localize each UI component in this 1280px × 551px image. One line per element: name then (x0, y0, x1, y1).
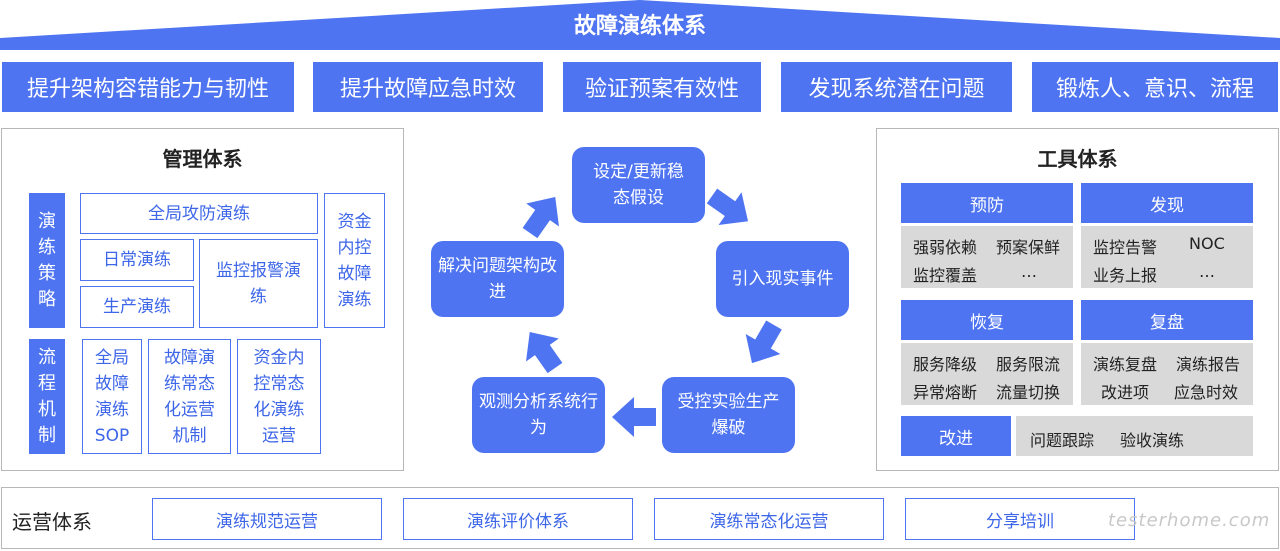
goal-resilience: 提升架构容错能力与韧性 (2, 62, 294, 112)
tool-discovery-header: 发现 (1081, 183, 1253, 223)
cycle-controlled-experiment: 受控实验生产爆破 (662, 377, 795, 453)
daily-drill: 日常演练 (80, 239, 194, 281)
drill-operation-mechanism: 故障演练常态化运营机制 (148, 339, 231, 454)
tool-review-body: 演练复盘 演练报告 改进项 应急时效 (1081, 343, 1253, 405)
arrow-events-to-experiment (734, 315, 792, 374)
tool-item: 流量切换 (996, 383, 1061, 402)
tool-item: 强弱依赖 (913, 238, 978, 257)
goal-find-issues: 发现系统潜在问题 (781, 62, 1012, 112)
cycle-introduce-events: 引入现实事件 (716, 241, 849, 317)
operations-label: 运营体系 (12, 510, 92, 534)
system-title: 故障演练体系 (573, 14, 706, 39)
fund-control-operation: 资金内控常态化演练运营 (237, 339, 321, 454)
process-label: 流程机制 (29, 339, 65, 454)
watermark: testerhome.com (1108, 510, 1271, 531)
arrow-observe-to-fix (513, 320, 572, 380)
tool-item: 演练报告 (1176, 355, 1241, 374)
tool-item: 问题跟踪 (1030, 431, 1095, 450)
arrow-hypothesis-to-events (700, 179, 760, 238)
tool-discovery-body: 监控告警 NOC 业务上报 … (1081, 226, 1253, 288)
tool-item: NOC (1189, 234, 1225, 253)
goal-train-people: 锻炼人、意识、流程 (1032, 62, 1278, 112)
fund-control-drill: 资金内控故障演练 (324, 193, 385, 328)
tool-item: 预案保鲜 (996, 238, 1061, 257)
tool-item: 异常熔断 (913, 383, 978, 402)
tool-item: 验收演练 (1120, 431, 1185, 450)
tool-item: 业务上报 (1093, 266, 1158, 285)
cycle-hypothesis: 设定/更新稳态假设 (572, 147, 705, 223)
tool-item: … (1021, 262, 1037, 281)
ops-standard: 演练规范运营 (152, 498, 382, 540)
cycle-observe: 观测分析系统行为 (472, 377, 605, 453)
tool-item: 应急时效 (1174, 383, 1239, 402)
tool-item: 服务限流 (996, 355, 1061, 374)
arrow-experiment-to-observe (612, 397, 656, 437)
goal-response-time: 提升故障应急时效 (313, 62, 543, 112)
ops-evaluation: 演练评价体系 (403, 498, 633, 540)
global-drill-sop: 全局故障演练SOP (82, 339, 142, 454)
tool-item: 监控覆盖 (913, 266, 978, 285)
tools-title: 工具体系 (1037, 147, 1118, 171)
tool-item: 演练复盘 (1093, 355, 1158, 374)
tool-item: 服务降级 (913, 355, 978, 374)
tool-review-header: 复盘 (1081, 300, 1253, 340)
management-title: 管理体系 (162, 147, 243, 171)
roof-banner (0, 0, 1280, 50)
tool-recovery-header: 恢复 (901, 300, 1073, 340)
tool-prevention-body: 强弱依赖 预案保鲜 监控覆盖 … (901, 226, 1073, 288)
strategy-label: 演练策略 (29, 193, 65, 328)
tool-item: 监控告警 (1093, 238, 1158, 257)
arrow-fix-to-hypothesis (513, 185, 572, 245)
tool-improve-body: 问题跟踪 验收演练 (1016, 416, 1253, 456)
goal-plan-validation: 验证预案有效性 (563, 62, 761, 112)
tool-recovery-body: 服务降级 服务限流 异常熔断 流量切换 (901, 343, 1073, 405)
tool-item: 改进项 (1101, 383, 1150, 402)
ops-training: 分享培训 (905, 498, 1135, 540)
production-drill: 生产演练 (80, 286, 194, 328)
ops-routine: 演练常态化运营 (654, 498, 884, 540)
global-attack-drill: 全局攻防演练 (80, 193, 318, 234)
tool-prevention-header: 预防 (901, 183, 1073, 223)
cycle-fix-architecture: 解决问题架构改进 (431, 241, 564, 317)
tool-improve-header: 改进 (901, 416, 1011, 456)
monitoring-alert-drill: 监控报警演练 (199, 239, 318, 328)
tool-item: … (1199, 262, 1215, 281)
